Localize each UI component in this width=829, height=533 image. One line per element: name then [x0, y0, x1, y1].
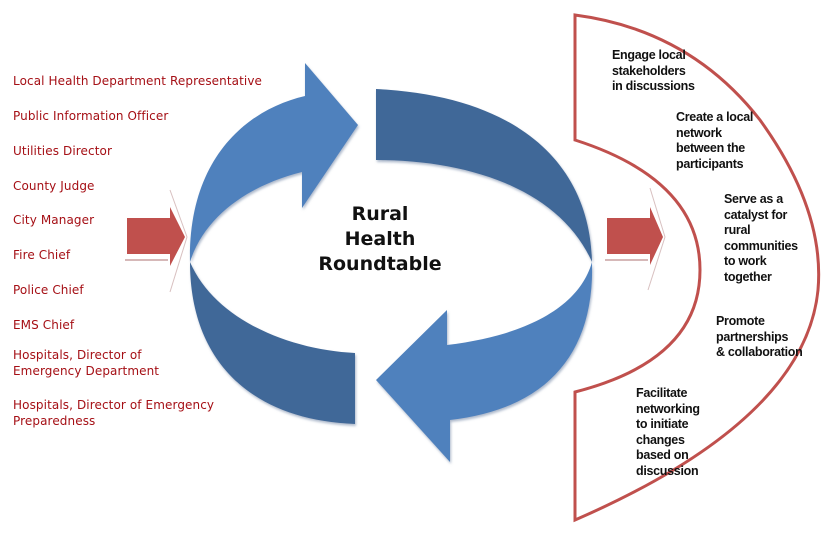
participant-line: City Manager	[13, 213, 95, 227]
goal-line: Create a local	[676, 110, 754, 124]
participant-item: Hospitals, Director of Emergency Departm…	[13, 348, 159, 379]
goal-line: together	[724, 269, 772, 284]
participant-line: Public Information Officer	[13, 109, 169, 123]
goal-line: to work	[724, 254, 767, 268]
goal-create-network: Create a local network between the parti…	[676, 110, 753, 172]
title-line: Roundtable	[318, 253, 442, 275]
input-arrow-icon	[125, 189, 188, 293]
goal-line: communities	[724, 238, 798, 253]
participant-item: Fire Chief	[13, 248, 70, 264]
cycle-arrow-bottom	[376, 262, 593, 462]
goal-line: & collaboration	[716, 345, 803, 359]
goal-line: catalyst for	[724, 207, 788, 222]
participant-line: County Judge	[13, 179, 95, 193]
cycle-arrow-top	[189, 63, 358, 262]
goal-engage-stakeholders: Engage local stakeholders in discussions	[612, 48, 695, 95]
goal-line: Engage local	[612, 48, 686, 62]
participant-item: Local Health Department Representative	[13, 74, 262, 90]
goal-line: networking	[636, 401, 700, 416]
goals-outline	[573, 13, 821, 523]
goal-line: Promote	[716, 314, 765, 328]
goal-line: stakeholders	[612, 63, 686, 78]
goal-line: Facilitate	[636, 386, 688, 400]
title-line: Rural	[351, 203, 409, 225]
participant-line: Preparedness	[13, 413, 96, 428]
participant-item: Public Information Officer	[13, 109, 168, 125]
goal-line: between the	[676, 141, 745, 155]
cycle-band-left	[190, 262, 355, 424]
participant-item: Utilities Director	[13, 144, 112, 160]
output-arrow-icon	[605, 187, 666, 291]
goal-promote-partnerships: Promote partnerships & collaboration	[716, 314, 803, 361]
participant-item: Hospitals, Director of Emergency Prepare…	[13, 398, 214, 429]
participant-line: Emergency Department	[13, 363, 160, 378]
participant-line: Utilities Director	[13, 144, 112, 158]
participant-item: County Judge	[13, 179, 95, 195]
participant-line: Police Chief	[13, 283, 84, 297]
goal-serve-catalyst: Serve as a catalyst for rural communitie…	[724, 192, 798, 285]
participant-item: EMS Chief	[13, 318, 74, 334]
goal-line: in discussions	[612, 79, 695, 93]
title-line: Health	[344, 228, 416, 250]
goal-line: discussion	[636, 463, 699, 478]
roundtable-title: Rural Health Roundtable	[300, 202, 460, 277]
participant-line: Local Health Department Representative	[13, 74, 263, 88]
participant-line: EMS Chief	[13, 318, 75, 332]
participant-item: Police Chief	[13, 283, 84, 299]
goal-line: participants	[676, 156, 744, 171]
participant-line: Fire Chief	[13, 248, 71, 262]
participant-item: City Manager	[13, 213, 94, 229]
goal-line: rural	[724, 223, 751, 237]
goal-line: network	[676, 125, 722, 140]
participant-line: Hospitals, Director of Emergency	[13, 398, 215, 412]
goal-line: Serve as a	[724, 192, 783, 206]
goal-line: partnerships	[716, 329, 789, 344]
goal-facilitate-networking: Facilitate networking to initiate change…	[636, 386, 700, 479]
goal-line: to initiate	[636, 417, 689, 431]
goal-line: based on	[636, 448, 689, 462]
cycle-band-right	[376, 89, 592, 262]
participant-line: Hospitals, Director of	[13, 348, 142, 362]
goal-line: changes	[636, 432, 685, 447]
